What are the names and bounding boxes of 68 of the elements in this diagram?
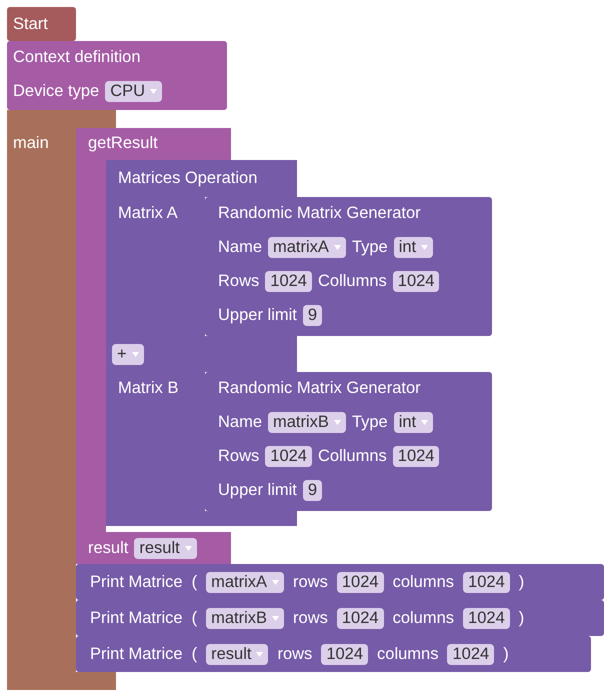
number-field: 1024 <box>447 644 494 664</box>
code-block <box>7 110 604 690</box>
number-field: 9 <box>302 480 322 500</box>
block-label: Matrix B <box>118 378 179 398</box>
code-block <box>205 372 492 511</box>
code-block <box>205 197 492 336</box>
block-label: Type <box>352 412 388 432</box>
block-label: columns <box>377 644 438 664</box>
block-label: Device type <box>13 81 100 101</box>
dropdown: result <box>206 644 268 664</box>
code-block <box>7 7 76 41</box>
block-label: Name <box>218 412 262 432</box>
block-label: ( <box>192 608 198 628</box>
block-label: Rows <box>218 271 260 291</box>
block-label: columns <box>392 572 454 592</box>
number-field: 1024 <box>321 644 368 664</box>
block-title: Context definition <box>13 47 140 67</box>
block-label: result <box>88 538 128 558</box>
block-title: getResult <box>88 133 158 153</box>
dropdown: matrixB <box>206 608 284 628</box>
dropdown: matrixA <box>268 236 346 258</box>
number-field: 1024 <box>463 608 510 628</box>
dropdown: int <box>394 236 434 258</box>
block-label: rows <box>277 644 312 664</box>
code-block <box>76 564 604 600</box>
block-label: ) <box>518 572 524 592</box>
code-block <box>106 160 492 526</box>
block-label: rows <box>293 608 328 628</box>
block-label: Rows <box>218 446 260 466</box>
code-block <box>7 41 227 110</box>
dropdown: matrixA <box>206 572 284 592</box>
dropdown: CPU <box>105 80 162 102</box>
block-label: Collumns <box>318 271 387 291</box>
dropdown: matrixB <box>268 412 346 432</box>
dropdown: result <box>134 538 197 558</box>
code-block <box>76 600 604 636</box>
dropdown: + <box>112 344 144 364</box>
block-label: Collumns <box>318 446 387 466</box>
number-field: 1024 <box>463 572 510 592</box>
block-title: Start <box>13 14 48 34</box>
number-field: 1024 <box>336 608 384 628</box>
block-label: columns <box>392 608 454 628</box>
number-field: 1024 <box>336 572 384 592</box>
block-label: rows <box>293 572 328 592</box>
block-label: Matrix A <box>118 203 178 223</box>
block-title: Randomic Matrix Generator <box>218 378 421 398</box>
block-label: Print Matrice <box>90 572 183 592</box>
block-label: Print Matrice <box>90 644 183 664</box>
number-field: 1024 <box>265 446 312 466</box>
dropdown: int <box>394 412 434 432</box>
code-block <box>76 128 492 564</box>
block-label: Print Matrice <box>90 608 183 628</box>
block-label: Type <box>352 237 388 257</box>
block-title: main <box>13 133 49 153</box>
block-label: Upper limit <box>218 305 297 325</box>
block-label: Name <box>218 237 262 257</box>
number-field: 1024 <box>392 270 440 292</box>
block-label: Upper limit <box>218 480 297 500</box>
code-block <box>76 636 591 672</box>
block-title: Matrices Operation <box>118 168 258 188</box>
block-label: ( <box>192 644 198 664</box>
number-field: 1024 <box>392 446 440 466</box>
block-label: ( <box>192 572 198 592</box>
block-label: ) <box>518 608 524 628</box>
block-label: ) <box>503 644 509 664</box>
number-field: 1024 <box>265 270 312 292</box>
number-field: 9 <box>302 304 322 326</box>
block-title: Randomic Matrix Generator <box>218 203 421 223</box>
